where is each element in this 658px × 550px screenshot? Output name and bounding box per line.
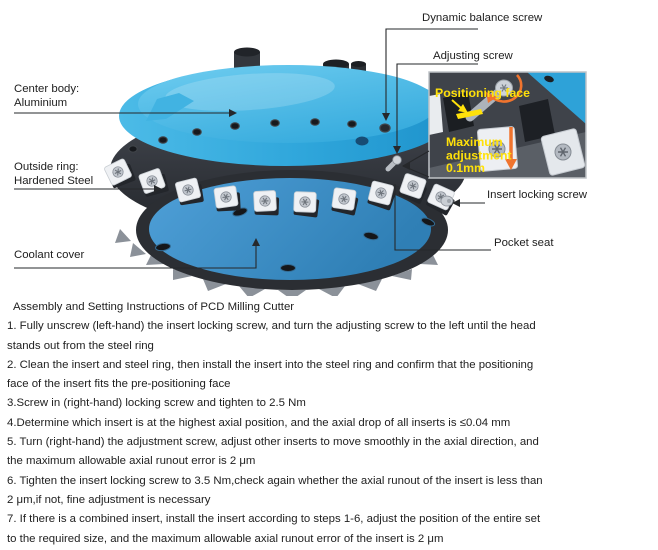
instruction-line: 7. If there is a combined insert, instal…	[7, 513, 541, 526]
center-body	[119, 65, 453, 166]
inset-pocket	[443, 92, 474, 132]
positioning-face-arrow	[451, 99, 462, 109]
rotation-arrow	[490, 74, 523, 103]
body-screw-holes	[128, 118, 357, 153]
label-adjusting-screw: Adjusting screw	[433, 50, 514, 62]
instruction-line: 2 μm,if not, fine adjustment is necessar…	[7, 493, 211, 506]
label-outside-ring-1: Outside ring:	[14, 161, 79, 173]
dynamic-balance-screw	[379, 123, 391, 133]
instruction-line: 2. Clean the insert and steel ring, then…	[7, 358, 534, 371]
insert-locking-screw	[440, 195, 454, 207]
instruction-line: to the required size, and the maximum al…	[7, 532, 444, 545]
inset-pocket	[519, 99, 555, 142]
arrowheads	[154, 109, 460, 246]
label-outside-ring-2: Hardened Steel	[14, 175, 93, 187]
assembly-instructions: Assembly and Setting Instructions of PCD…	[7, 298, 655, 549]
label-center-body-2: Aluminium	[14, 97, 67, 109]
leader-lines	[14, 28, 491, 269]
insert-row	[103, 155, 459, 219]
instruction-line: face of the insert fits the pre-position…	[7, 378, 231, 391]
instructions-title: Assembly and Setting Instructions of PCD…	[13, 301, 295, 313]
instruction-line: the maximum allowable axial runout error…	[7, 455, 256, 468]
max-adjustment-line3: 0.1mm	[446, 161, 485, 175]
balance-hole	[355, 136, 369, 146]
instruction-line: 3.Screw in (right-hand) locking screw an…	[7, 397, 306, 410]
inset-insert-partial	[429, 94, 443, 135]
label-pocket-seat: Pocket seat	[494, 237, 554, 249]
positioning-face-label: Positioning face	[435, 86, 530, 100]
instruction-line: 1. Fully unscrew (left-hand) the insert …	[7, 320, 536, 333]
label-insert-locking-screw: Insert locking screw	[487, 189, 588, 201]
instruction-line: 4.Determine which insert is at the highe…	[7, 416, 511, 429]
coolant-cover-screws	[155, 207, 436, 272]
max-adjustment-line1: Maximum	[446, 135, 503, 149]
inset-border	[428, 71, 587, 179]
inset-body-blue	[527, 72, 586, 124]
label-center-body-1: Center body:	[14, 83, 79, 95]
label-coolant-cover: Coolant cover	[14, 249, 84, 261]
adjusting-screw	[385, 155, 402, 172]
positioning-face-highlight	[456, 109, 483, 119]
instruction-line: stands out from the steel ring	[7, 339, 154, 352]
instruction-line: 6. Tighten the insert locking screw to 3…	[7, 474, 543, 487]
max-adjustment-line2: adjustment	[446, 149, 512, 163]
label-dynamic-balance-screw: Dynamic balance screw	[422, 12, 543, 24]
instruction-line: 5. Turn (right-hand) the adjustment scre…	[7, 436, 539, 449]
inset-view: Positioning face Maximum adjustment 0.1m…	[428, 71, 587, 179]
body-step-notch	[146, 93, 194, 121]
pcd-cutter-figure: Positioning face Maximum adjustment 0.1m…	[14, 12, 588, 296]
